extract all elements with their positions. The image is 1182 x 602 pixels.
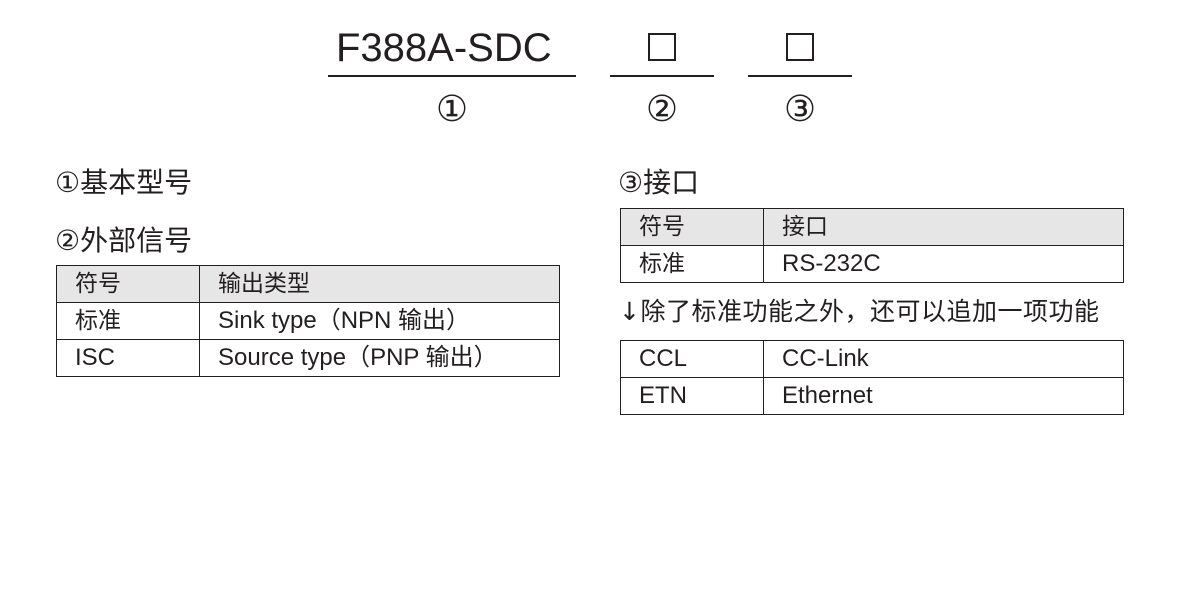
option-slot-2-box xyxy=(648,33,676,61)
cell-symbol: CCL xyxy=(620,340,764,378)
cell-symbol: 标准 xyxy=(620,245,764,283)
header-symbol: 符号 xyxy=(56,265,200,303)
external-signal-table: 符号 输出类型 标准 Sink type（NPN 输出） ISC Source … xyxy=(56,265,560,377)
cell-interface: RS-232C xyxy=(763,245,1124,283)
underline-3 xyxy=(748,75,852,77)
table-row: 标准 RS-232C xyxy=(620,245,1124,283)
interface-options-table: CCL CC-Link ETN Ethernet xyxy=(620,340,1124,415)
table-row: ETN Ethernet xyxy=(620,377,1124,415)
underline-2 xyxy=(610,75,714,77)
marker-1: ① xyxy=(435,89,469,130)
cell-interface: CC-Link xyxy=(763,340,1124,378)
table-row: ISC Source type（PNP 输出） xyxy=(56,339,560,377)
table-row: 标准 Sink type（NPN 输出） xyxy=(56,302,560,340)
header-output-type: 输出类型 xyxy=(199,265,560,303)
section-interface-title: ③接口 xyxy=(618,166,700,199)
section-basic-model-title: ①基本型号 xyxy=(55,166,193,199)
marker-3: ③ xyxy=(783,89,817,130)
cell-output-type: Source type（PNP 输出） xyxy=(199,339,560,377)
additional-option-note: ↓除了标准功能之外，还可以追加一项功能 xyxy=(619,297,1100,326)
table-header-row: 符号 输出类型 xyxy=(56,265,560,303)
cell-symbol: 标准 xyxy=(56,302,200,340)
model-base-code: F388A-SDC xyxy=(336,26,552,70)
cell-symbol: ETN xyxy=(620,377,764,415)
table-header-row: 符号 接口 xyxy=(620,208,1124,246)
cell-interface: Ethernet xyxy=(763,377,1124,415)
section-external-signal-title: ②外部信号 xyxy=(55,224,193,257)
table-row: CCL CC-Link xyxy=(620,340,1124,378)
cell-output-type: Sink type（NPN 输出） xyxy=(199,302,560,340)
cell-symbol: ISC xyxy=(56,339,200,377)
option-slot-3-box xyxy=(786,33,814,61)
underline-1 xyxy=(328,75,576,77)
header-symbol: 符号 xyxy=(620,208,764,246)
marker-2: ② xyxy=(645,89,679,130)
header-interface: 接口 xyxy=(763,208,1124,246)
interface-table: 符号 接口 标准 RS-232C xyxy=(620,208,1124,283)
